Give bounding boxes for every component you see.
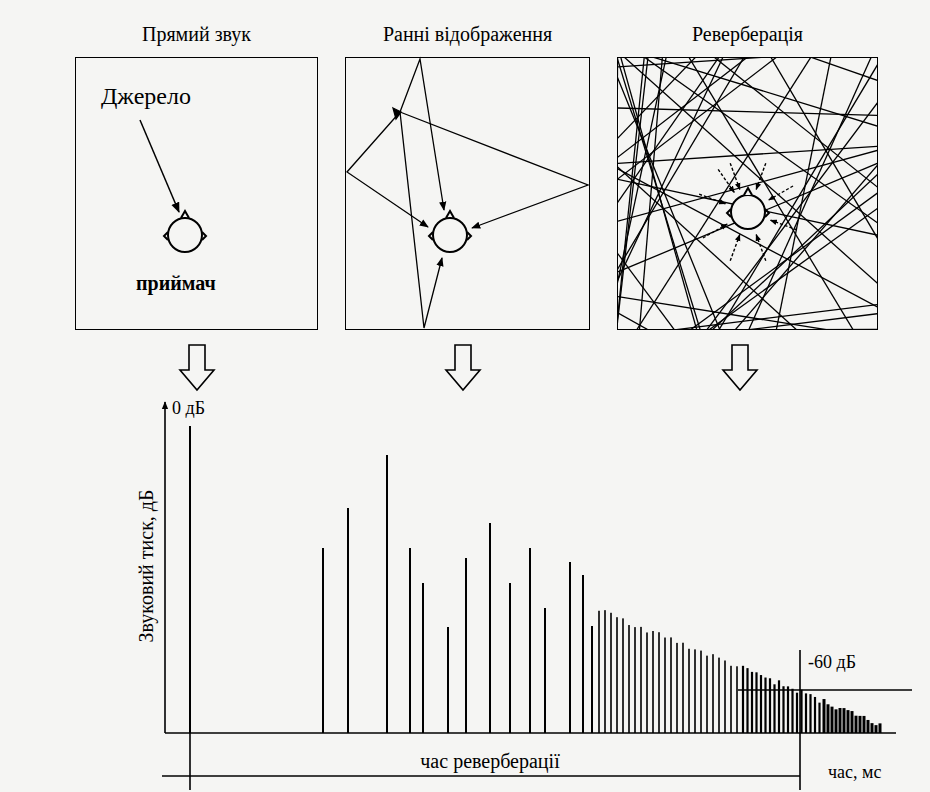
reflection-rays (347, 59, 588, 328)
scene-box: Прямий звукДжерелоприймач (75, 57, 318, 330)
scene-box: Реверберація (617, 57, 878, 330)
scene-box: Ранні відображення (345, 57, 590, 330)
down-arrows (180, 345, 757, 390)
reverb-time-label: час реверберації (420, 750, 559, 773)
receiver-icon (727, 188, 769, 229)
level-label: -60 дБ (808, 652, 856, 673)
receiver-label: приймач (136, 272, 216, 295)
reverb-arrows (699, 163, 797, 261)
receiver-icon (164, 211, 206, 252)
axis-title: Звуковий тиск, дБ (135, 489, 158, 642)
reverb-rays (618, 58, 877, 329)
source-label: Джерело (101, 83, 191, 111)
section-heading: Реверберація (692, 23, 803, 46)
direct-ray (140, 120, 179, 212)
impulse-bars (189, 426, 882, 733)
section-heading: Прямий звук (142, 23, 251, 46)
axis-max-label: 0 дБ (172, 398, 205, 419)
receiver-icon (429, 211, 471, 252)
section-heading: Ранні відображення (383, 23, 552, 46)
axis-title: час, мс (828, 762, 881, 783)
chart-axes (162, 402, 912, 790)
